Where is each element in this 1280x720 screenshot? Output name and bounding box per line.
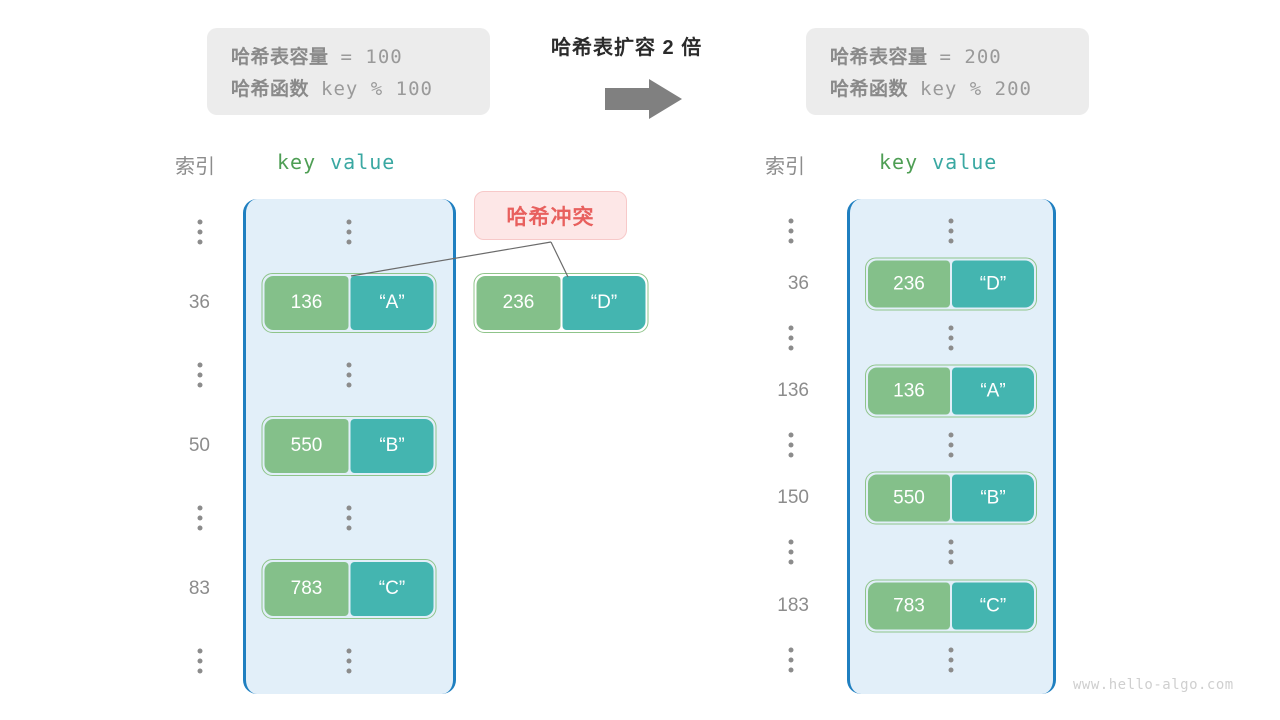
right-value-3: “A”: [952, 367, 1034, 415]
right-index-1: 36: [787, 273, 809, 294]
left-cell-ellipsis-6: [346, 648, 352, 674]
right-key-7: 783: [868, 582, 950, 630]
watermark: www.hello-algo.com: [1073, 677, 1234, 693]
right-row-ellipsis-8: [788, 647, 794, 673]
left-function-value: key % 100: [321, 77, 433, 100]
left-entry-5: 783 “C”: [261, 559, 437, 619]
right-capacity-value: = 200: [939, 46, 1002, 68]
right-value-7: “C”: [952, 582, 1034, 630]
left-key-3: 550: [264, 419, 349, 473]
left-function-label: 哈希函数: [231, 78, 310, 100]
right-entry-3: 136 “A”: [865, 364, 1037, 418]
right-value-header: value: [932, 150, 998, 174]
left-value-3: “B”: [350, 419, 434, 473]
left-entry-3: 550 “B”: [261, 416, 437, 476]
left-index-5: 83: [188, 578, 210, 599]
right-cell-ellipsis-4: [948, 432, 954, 458]
right-key-1: 236: [868, 260, 950, 308]
right-value-1: “D”: [952, 260, 1034, 308]
overflow-value: “D”: [562, 276, 646, 330]
left-info-box: 哈希表容量 = 100 哈希函数 key % 100: [207, 28, 490, 115]
right-row-ellipsis-0: [788, 218, 794, 244]
right-value-5: “B”: [952, 474, 1034, 522]
right-index-5: 150: [777, 487, 809, 508]
left-key-5: 783: [264, 562, 349, 616]
left-capacity-line: 哈希表容量 = 100: [231, 42, 466, 74]
right-function-value: key % 200: [920, 77, 1032, 100]
right-kv-header: key value: [879, 150, 997, 174]
right-capacity-label: 哈希表容量: [830, 47, 928, 68]
right-entry-5: 550 “B”: [865, 471, 1037, 525]
right-entry-1: 236 “D”: [865, 257, 1037, 311]
left-cell-ellipsis-2: [346, 362, 352, 388]
expand-arrow-icon: [605, 78, 683, 120]
right-info-box: 哈希表容量 = 200 哈希函数 key % 200: [806, 28, 1089, 115]
right-capacity-line: 哈希表容量 = 200: [830, 42, 1065, 74]
left-index-3: 50: [188, 435, 210, 456]
left-cell-ellipsis-4: [346, 505, 352, 531]
left-value-header: value: [330, 150, 396, 174]
overflow-entry: 236 “D”: [473, 273, 649, 333]
left-key-header: key: [277, 150, 317, 174]
left-function-line: 哈希函数 key % 100: [231, 74, 466, 106]
right-row-ellipsis-2: [788, 325, 794, 351]
right-cell-ellipsis-0: [948, 218, 954, 244]
collision-badge: 哈希冲突: [474, 191, 627, 240]
left-capacity-label: 哈希表容量: [231, 47, 329, 68]
left-kv-header: key value: [277, 150, 395, 174]
right-cell-ellipsis-2: [948, 325, 954, 351]
right-key-header: key: [879, 150, 919, 174]
right-row-ellipsis-6: [788, 539, 794, 565]
right-index-header: 索引: [765, 156, 805, 178]
right-key-3: 136: [868, 367, 950, 415]
left-key-1: 136: [264, 276, 349, 330]
left-capacity-value: = 100: [340, 46, 403, 68]
right-entry-7: 783 “C”: [865, 579, 1037, 633]
left-row-ellipsis-0: [197, 219, 203, 245]
page-title: 哈希表扩容 2 倍: [551, 37, 703, 59]
right-cell-ellipsis-8: [948, 647, 954, 673]
left-index-header: 索引: [175, 156, 215, 178]
left-cell-ellipsis-0: [346, 219, 352, 245]
right-key-5: 550: [868, 474, 950, 522]
right-index-7: 183: [777, 595, 809, 616]
left-index-1: 36: [188, 292, 210, 313]
right-function-line: 哈希函数 key % 200: [830, 74, 1065, 106]
left-entry-1: 136 “A”: [261, 273, 437, 333]
left-row-ellipsis-4: [197, 505, 203, 531]
right-function-label: 哈希函数: [830, 78, 909, 100]
right-index-3: 136: [777, 380, 809, 401]
overflow-key: 236: [476, 276, 561, 330]
left-value-1: “A”: [350, 276, 434, 330]
right-row-ellipsis-4: [788, 432, 794, 458]
left-row-ellipsis-6: [197, 648, 203, 674]
left-row-ellipsis-2: [197, 362, 203, 388]
right-cell-ellipsis-6: [948, 539, 954, 565]
left-value-5: “C”: [350, 562, 434, 616]
